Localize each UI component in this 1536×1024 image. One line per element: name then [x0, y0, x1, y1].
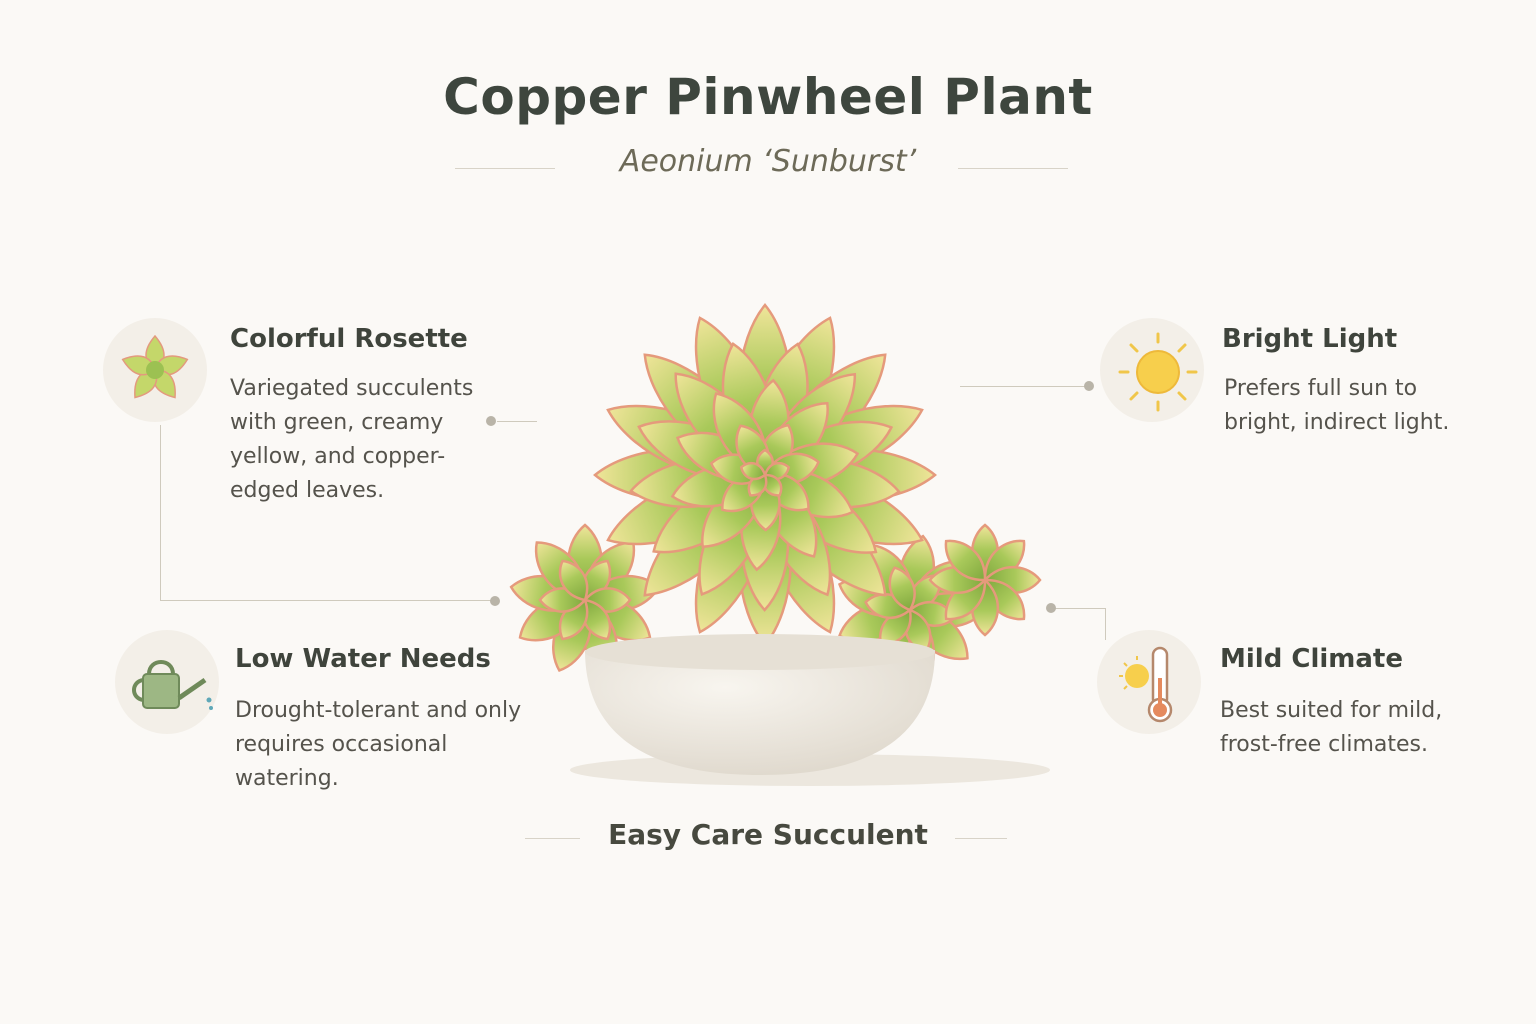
subtitle-rule-right	[958, 168, 1068, 169]
pot	[585, 650, 935, 775]
page-title: Copper Pinwheel Plant	[443, 68, 1093, 126]
feature-title: Bright Light	[1222, 324, 1398, 354]
footer-rule-left	[525, 838, 580, 839]
main-rosette	[593, 303, 937, 647]
watering-can-icon	[115, 630, 219, 734]
connector-line	[160, 600, 495, 601]
connector-dot	[490, 596, 500, 606]
feature-title: Colorful Rosette	[230, 324, 468, 354]
page-subtitle: Aeonium ‘Sunburst’	[619, 144, 917, 179]
connector-dot	[486, 416, 496, 426]
connector-line	[1052, 608, 1106, 609]
rosette-icon	[103, 318, 207, 422]
connector-dot	[1046, 603, 1056, 613]
feature-text: Drought-tolerant and only requires occas…	[235, 698, 522, 791]
connector-line	[160, 425, 161, 601]
feature-text: Best suited for mild, frost-free climate…	[1220, 698, 1443, 757]
leaf	[739, 461, 767, 481]
plant-illustration	[509, 303, 1050, 786]
connector-line	[1105, 608, 1106, 640]
connector-line	[497, 421, 537, 422]
thermometer-sun-icon	[1097, 630, 1201, 734]
leaf	[888, 566, 916, 612]
leaf	[944, 539, 987, 582]
feature-text: Variegated succulents with green, creamy…	[230, 376, 474, 503]
footer-rule-right	[955, 838, 1007, 839]
connector-dot	[1084, 381, 1094, 391]
sun-icon	[1100, 318, 1204, 422]
feature-text: Prefers full sun to bright, indirect lig…	[1224, 376, 1450, 435]
leaf	[558, 559, 589, 602]
footer-label: Easy Care Succulent	[608, 818, 928, 851]
connector-line	[960, 386, 1085, 387]
feature-title: Mild Climate	[1220, 644, 1403, 674]
pot-rim	[585, 634, 935, 670]
subtitle-rule-left	[455, 168, 555, 169]
feature-title: Low Water Needs	[235, 644, 491, 674]
